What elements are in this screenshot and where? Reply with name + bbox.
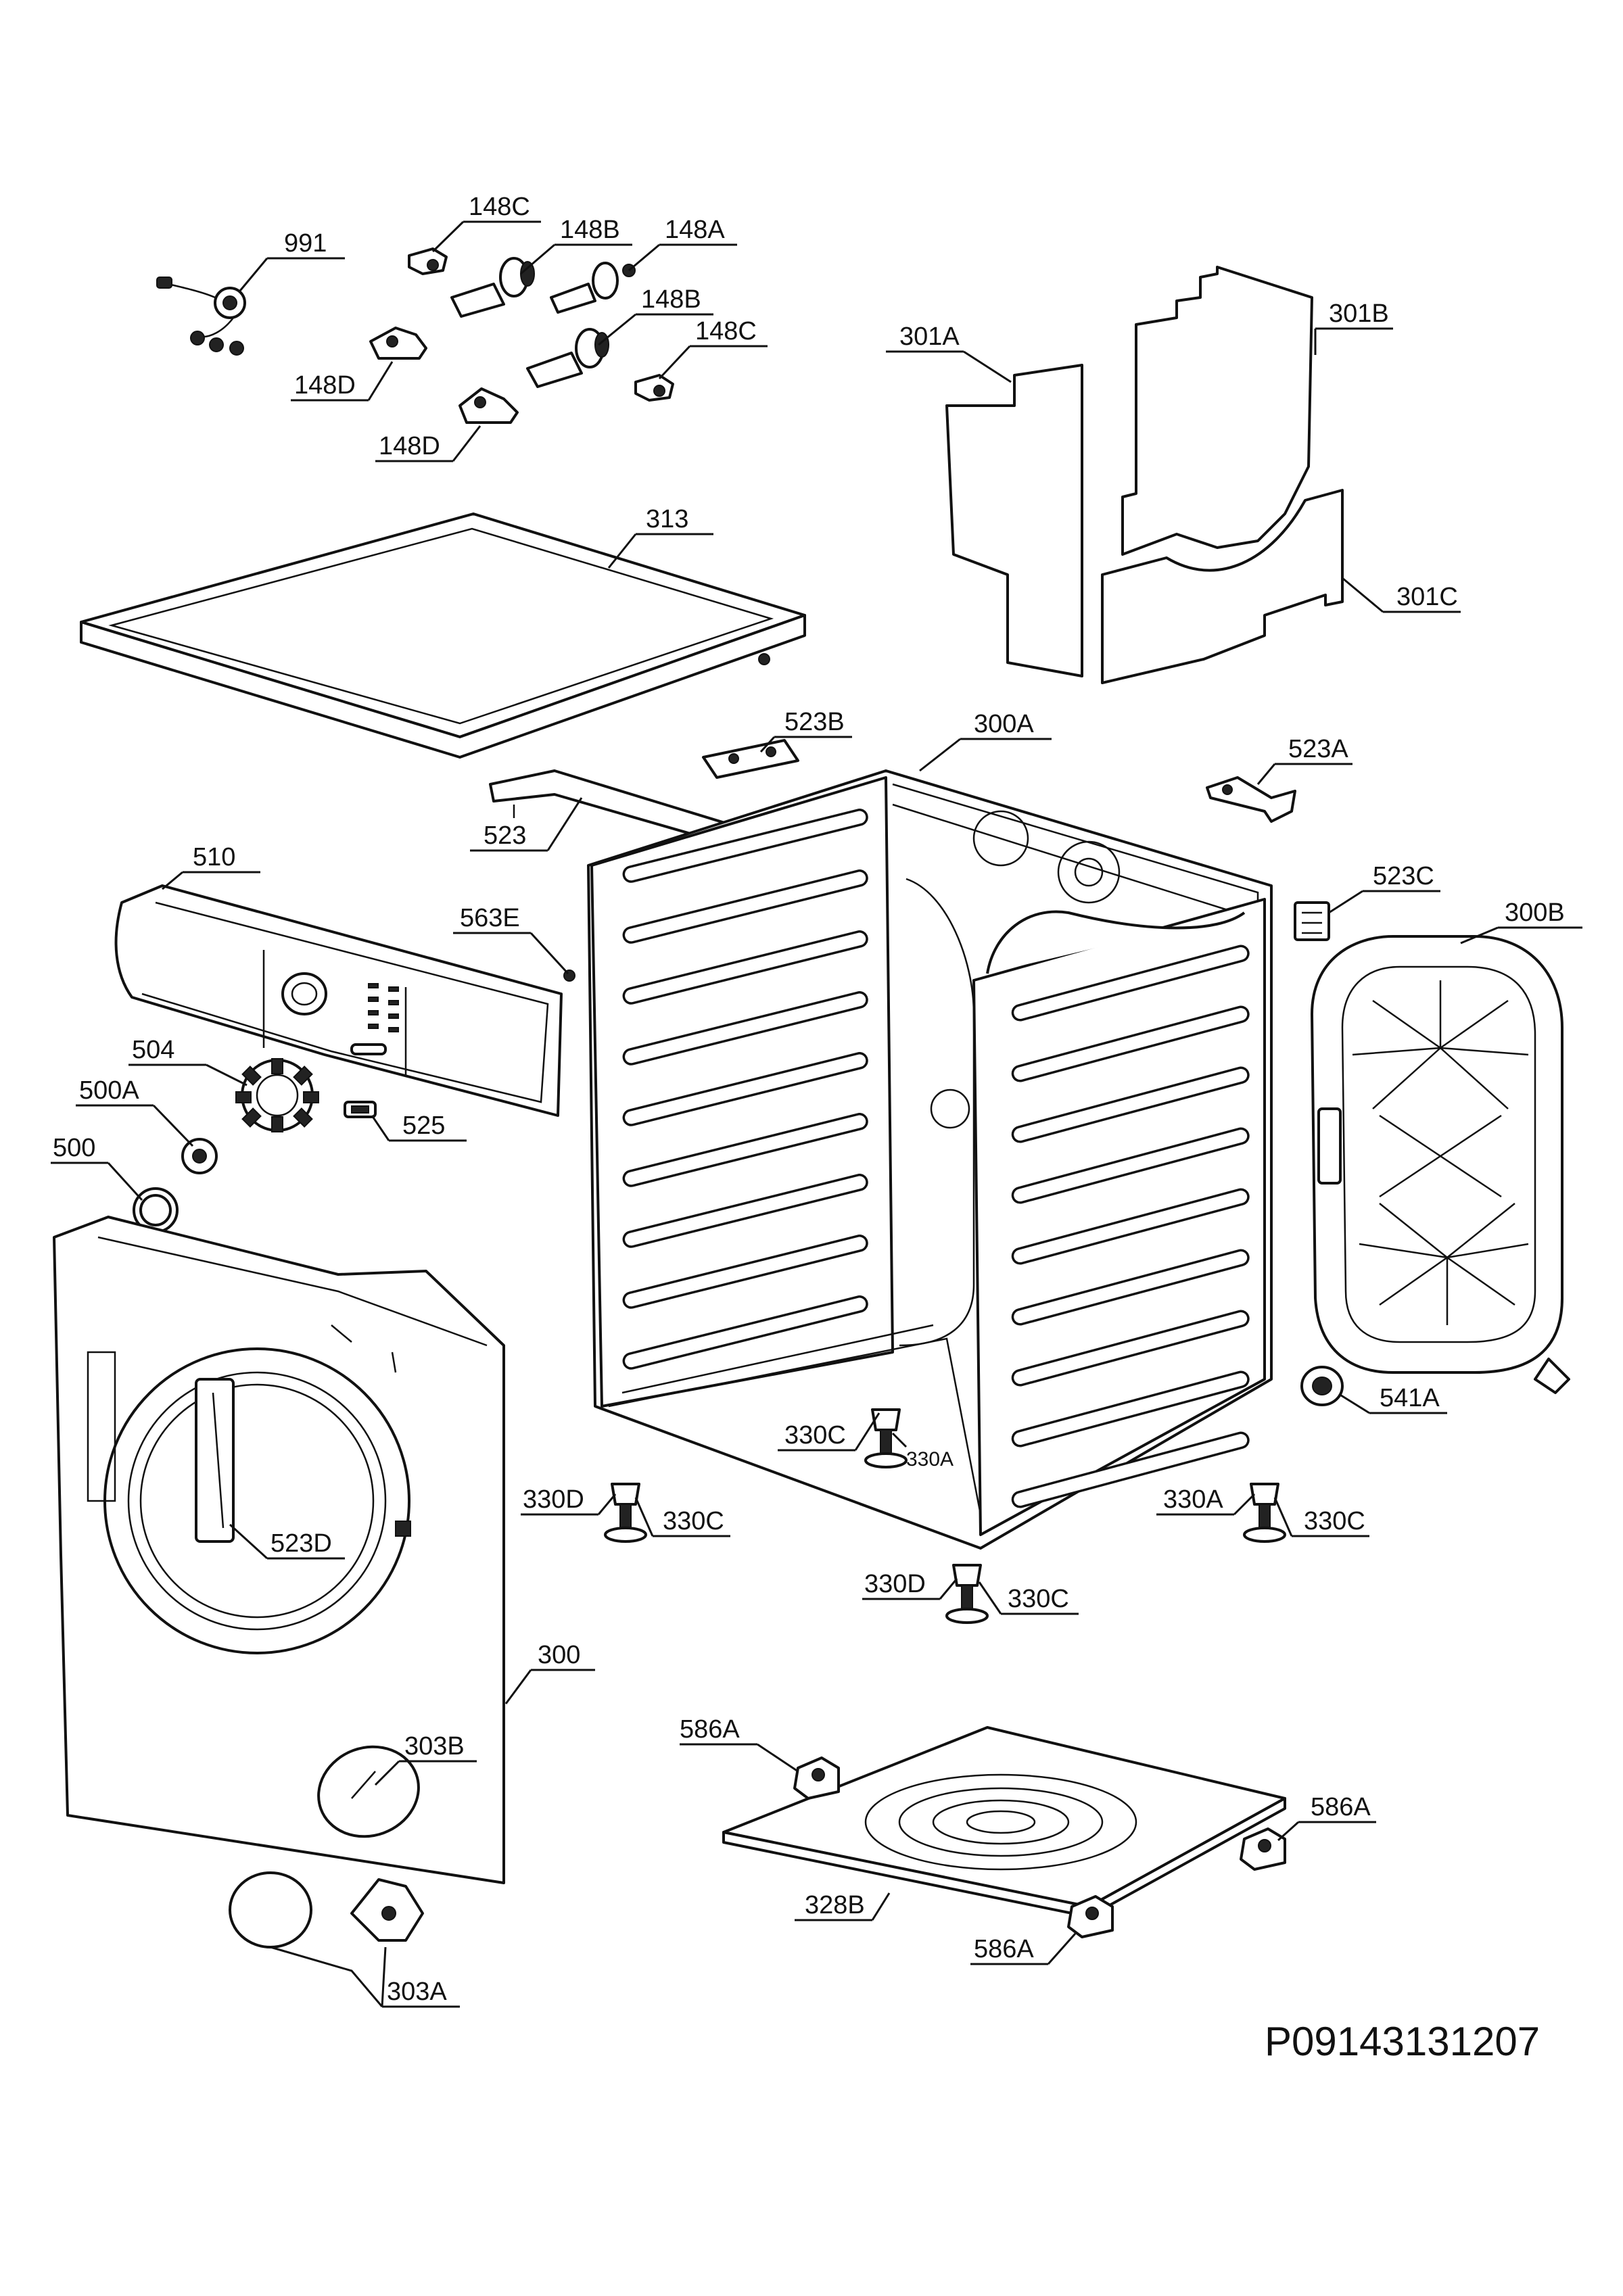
- callout-148b: 148B: [560, 216, 620, 244]
- callout-330d: 330D: [864, 1570, 926, 1598]
- callout-563e: 563E: [460, 904, 520, 932]
- part-541a-coupling: [1300, 1366, 1344, 1406]
- callout-523: 523: [484, 821, 526, 850]
- callout-labels: 991 148C 148B 148A 148B 148C 148D 148D 3…: [53, 193, 1565, 2006]
- callout-303b: 303B: [404, 1732, 465, 1761]
- part-500-knob: [133, 1187, 179, 1233]
- callout-301a: 301A: [899, 322, 960, 351]
- callout-301b: 301B: [1329, 300, 1389, 328]
- callout-330d: 330D: [523, 1485, 584, 1514]
- part-303a-filter-cover: [229, 1871, 424, 1948]
- part-300b-rear-panel: [1311, 935, 1570, 1394]
- part-523a-bracket: [1206, 776, 1296, 823]
- callout-523c: 523C: [1373, 862, 1434, 890]
- part-300-front-panel: [53, 1216, 505, 1884]
- callout-523b: 523B: [784, 708, 845, 736]
- control-panel-indicators: [368, 983, 399, 1032]
- part-330-foot-c: [1243, 1483, 1286, 1543]
- part-500a-knob-insert: [181, 1138, 218, 1174]
- part-148d-bracket-b: [458, 387, 519, 424]
- callout-328b: 328B: [805, 1891, 865, 1919]
- callout-301c: 301C: [1396, 583, 1458, 611]
- callout-300: 300: [538, 1641, 580, 1669]
- callout-523d: 523D: [270, 1529, 332, 1558]
- part-148c-clip-a: [408, 247, 448, 275]
- callout-330c: 330C: [784, 1421, 846, 1450]
- callout-148d: 148D: [294, 371, 356, 400]
- callout-500: 500: [53, 1134, 95, 1162]
- part-523b-bracket: [702, 739, 799, 779]
- callout-330c: 330C: [1304, 1507, 1365, 1535]
- callout-330c: 330C: [1008, 1585, 1069, 1613]
- callout-148d: 148D: [379, 432, 440, 460]
- callout-148a: 148A: [665, 216, 725, 244]
- callout-300b: 300B: [1505, 899, 1565, 927]
- part-504-knob-ring: [235, 1058, 319, 1132]
- callout-991: 991: [284, 229, 327, 258]
- part-148b-valve-a: [450, 257, 535, 318]
- part-301c-insulation: [1101, 489, 1344, 684]
- part-330-foot-a: [864, 1408, 908, 1468]
- callout-330a: 330A: [906, 1448, 954, 1470]
- callout-504: 504: [132, 1036, 174, 1064]
- part-301a-insulation: [945, 364, 1083, 677]
- callout-300a: 300A: [974, 710, 1034, 738]
- part-330-foot-b: [604, 1483, 647, 1543]
- part-523c-connector: [1294, 901, 1330, 941]
- callout-586a: 586A: [680, 1715, 740, 1744]
- callout-148c: 148C: [469, 193, 530, 221]
- part-148a-valve: [550, 262, 636, 314]
- callout-148b: 148B: [641, 285, 701, 314]
- knob-ring-teeth: [235, 1058, 319, 1132]
- diagram-code: P09143131207: [1265, 2019, 1540, 2064]
- part-301b-insulation: [1121, 266, 1313, 556]
- part-510-control-panel: [114, 884, 563, 1117]
- callout-525: 525: [402, 1111, 445, 1140]
- part-328b-base-plate: [722, 1726, 1286, 1918]
- callout-148c: 148C: [695, 317, 757, 345]
- callout-541a: 541A: [1380, 1384, 1440, 1412]
- part-586a-foot-mount-b: [1240, 1827, 1286, 1871]
- callout-523a: 523A: [1288, 735, 1348, 763]
- callout-500a: 500A: [79, 1076, 139, 1105]
- part-303b-service-cover: [317, 1745, 420, 1838]
- callout-leaders: [51, 220, 1582, 2008]
- part-586a-foot-mount-a: [793, 1756, 840, 1800]
- callout-330a: 330A: [1163, 1485, 1223, 1514]
- cabinet-left-slots: [622, 809, 868, 1370]
- part-148b-valve-b: [526, 328, 609, 388]
- part-330-foot-d: [945, 1564, 989, 1624]
- callout-586a: 586A: [974, 1935, 1034, 1963]
- part-148d-bracket-a: [369, 327, 427, 360]
- callout-330c: 330C: [663, 1507, 724, 1535]
- callout-303a: 303A: [387, 1978, 447, 2006]
- part-313-top-panel: [80, 512, 806, 759]
- rear-panel-vent-spokes: [1352, 980, 1529, 1325]
- cabinet-right-slots: [1011, 944, 1250, 1508]
- callout-313: 313: [646, 505, 688, 533]
- part-991-wire-grommet: [156, 277, 246, 356]
- part-586a-foot-mount-c: [1067, 1895, 1114, 1938]
- part-525-push-button: [344, 1101, 377, 1118]
- callout-586a: 586A: [1311, 1793, 1371, 1821]
- part-148c-clip-b: [634, 374, 674, 402]
- callout-510: 510: [193, 843, 235, 871]
